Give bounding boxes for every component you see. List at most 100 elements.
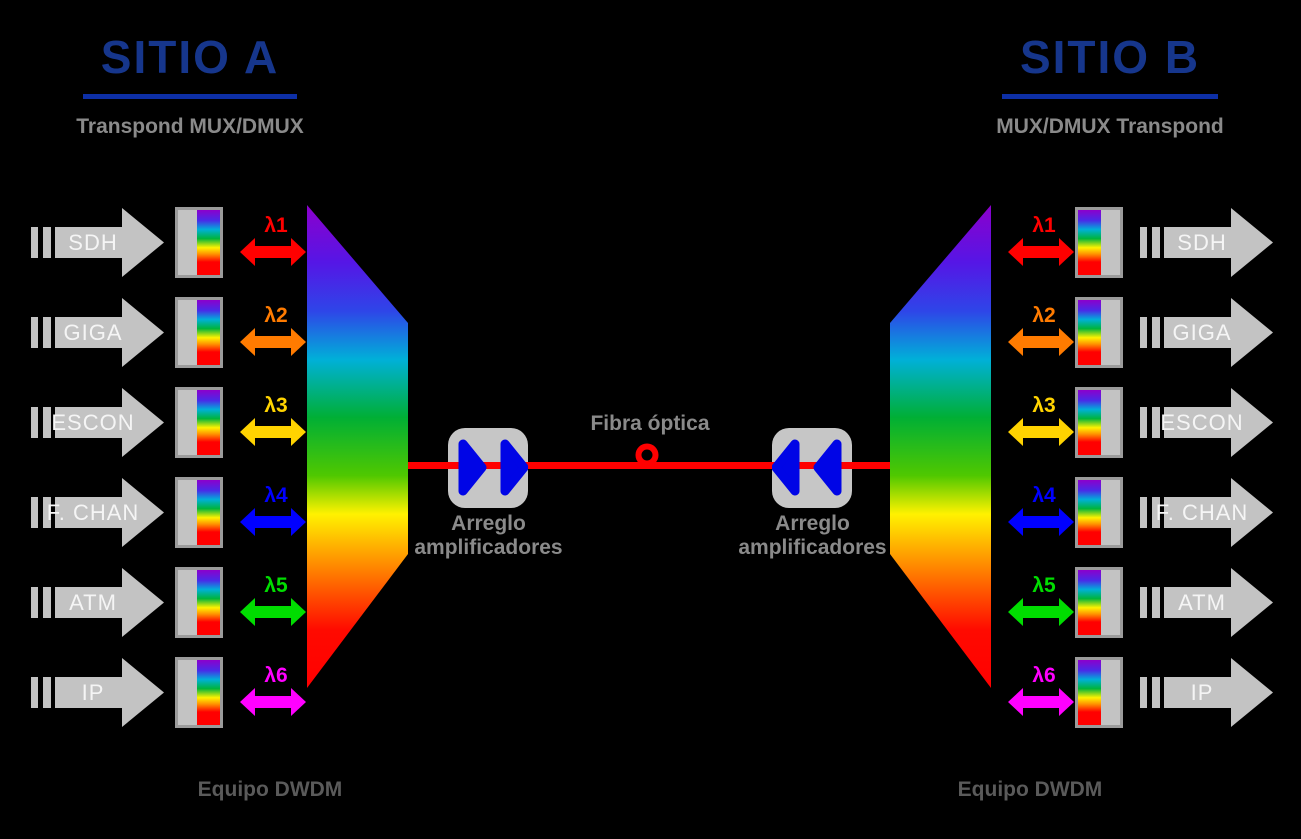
channel-row-b-escon: λ3 ESCON (1008, 387, 1298, 458)
service-arrow: IP (1140, 658, 1273, 727)
site-b-title: SITIO B (1001, 30, 1219, 99)
transponder-box (1075, 567, 1123, 638)
transponder-box (175, 477, 223, 548)
service-label: SDH (1177, 230, 1226, 255)
fiber-loop-icon (635, 443, 659, 467)
lambda-arrow-icon (1008, 238, 1074, 266)
lambda-label: λ2 (264, 304, 287, 327)
transponder-spectrum (1078, 570, 1102, 635)
amplifier-triangle-icon (500, 439, 528, 496)
lambda-label: λ6 (1032, 664, 1055, 687)
transponder-panel (178, 300, 197, 365)
transponder-box (175, 657, 223, 728)
lambda-label: λ4 (264, 484, 288, 507)
amplifier-triangle-icon (772, 439, 800, 496)
equipment-label-b: Equipo DWDM (957, 778, 1103, 801)
lambda-channel: λ2 (240, 304, 306, 356)
lambda-channel: λ1 (1008, 214, 1074, 266)
service-label: ATM (69, 590, 117, 615)
transponder-panel (178, 210, 197, 275)
lambda-channel: λ5 (240, 574, 306, 626)
lambda-channel: λ4 (240, 484, 306, 536)
lambda-label: λ5 (1032, 574, 1056, 597)
amplifier-box-a (448, 428, 528, 508)
transponder-panel (178, 660, 197, 725)
service-arrow: ESCON (31, 388, 164, 457)
amplifier-label-a: Arreglo amplificadores (396, 512, 581, 560)
lambda-arrow-icon (240, 238, 306, 266)
amplifier-box-b (772, 428, 852, 508)
transponder-box (1075, 207, 1123, 278)
service-label: ESCON (1160, 410, 1243, 435)
channel-row-a-fchan: F. CHAN λ4 (31, 477, 321, 548)
lambda-label: λ5 (264, 574, 288, 597)
transponder-panel (178, 480, 197, 545)
transponder-spectrum (1078, 480, 1102, 545)
amplifier-label-b: Arreglo amplificadores (720, 512, 905, 560)
transponder-spectrum (196, 210, 220, 275)
amplifier-label-line1: Arreglo (775, 512, 850, 535)
amplifier-triangle-icon (813, 439, 842, 496)
lambda-channel: λ1 (240, 214, 306, 266)
lambda-arrow-icon (240, 508, 306, 536)
lambda-arrow-icon (1008, 328, 1074, 356)
site-a-title: SITIO A (82, 30, 298, 99)
lambda-arrow-icon (1008, 418, 1074, 446)
service-arrow: GIGA (1140, 298, 1273, 367)
service-arrow: F. CHAN (31, 478, 164, 547)
lambda-arrow-icon (1008, 598, 1074, 626)
service-label: IP (82, 680, 105, 705)
service-arrow: ATM (1140, 568, 1273, 637)
service-label: ESCON (51, 410, 134, 435)
lambda-channel: λ5 (1008, 574, 1074, 626)
transponder-spectrum (196, 570, 220, 635)
channel-row-a-atm: ATM λ5 (31, 567, 321, 638)
service-label: GIGA (1172, 320, 1231, 345)
channel-row-b-fchan: λ4 F. CHAN (1008, 477, 1298, 548)
transponder-spectrum (196, 390, 220, 455)
transponder-box (175, 297, 223, 368)
service-arrow: SDH (1140, 208, 1273, 277)
transponder-panel (1101, 390, 1120, 455)
lambda-channel: λ4 (1008, 484, 1074, 536)
transponder-panel (1101, 210, 1120, 275)
amplifier-label-line1: Arreglo (451, 512, 526, 535)
transponder-box (1075, 297, 1123, 368)
lambda-label: λ3 (1032, 394, 1055, 417)
transponder-spectrum (1078, 390, 1102, 455)
service-label: SDH (68, 230, 117, 255)
channel-row-a-escon: ESCON λ3 (31, 387, 321, 458)
site-a-subtitle: Transpond MUX/DMUX (76, 115, 304, 138)
lambda-label: λ1 (264, 214, 288, 237)
lambda-channel: λ6 (1008, 664, 1074, 716)
site-b-header: SITIO B MUX/DMUX Transpond (980, 30, 1240, 139)
transponder-spectrum (1078, 210, 1102, 275)
channel-row-b-sdh: λ1 SDH (1008, 207, 1298, 278)
transponder-spectrum (196, 660, 220, 725)
lambda-label: λ3 (264, 394, 287, 417)
lambda-channel: λ3 (1008, 394, 1074, 446)
lambda-channel: λ6 (240, 664, 306, 716)
lambda-label: λ1 (1032, 214, 1056, 237)
amplifier-triangle-icon (458, 439, 487, 496)
transponder-panel (178, 390, 197, 455)
lambda-label: λ4 (1032, 484, 1056, 507)
transponder-panel (1101, 480, 1120, 545)
transponder-box (1075, 387, 1123, 458)
channel-row-a-sdh: SDH λ1 (31, 207, 321, 278)
transponder-spectrum (1078, 660, 1102, 725)
amplifier-label-line2: amplificadores (738, 536, 887, 559)
service-arrow: ESCON (1140, 388, 1273, 457)
transponder-panel (1101, 570, 1120, 635)
equipment-label-a: Equipo DWDM (197, 778, 343, 801)
fiber-label: Fibra óptica (590, 412, 710, 435)
transponder-spectrum (1078, 300, 1102, 365)
lambda-arrow-icon (240, 598, 306, 626)
service-arrow: ATM (31, 568, 164, 637)
transponder-box (175, 567, 223, 638)
lambda-label: λ2 (1032, 304, 1055, 327)
transponder-panel (1101, 300, 1120, 365)
lambda-label: λ6 (264, 664, 287, 687)
transponder-panel (1101, 660, 1120, 725)
